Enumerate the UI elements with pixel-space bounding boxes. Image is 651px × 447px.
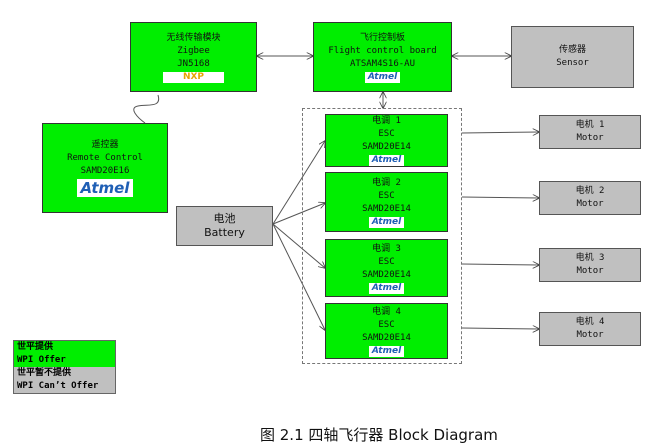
nxp-logo-icon: NXP [162,71,225,83]
esc-title: 电调 4 [372,306,401,317]
esc-label: ESC [378,256,395,267]
link-esc3-motor3 [461,264,539,265]
esc-title: 电调 2 [372,177,401,188]
motor-title: 电机 2 [575,186,605,196]
esc-chip: SAMD20E14 [362,332,411,343]
esc-block: 电调 3 ESC SAMD20E14 Atmel [325,239,448,297]
motor-title: 电机 3 [575,253,605,263]
atmel-logo-icon: Atmel [368,216,405,228]
flight-chip: ATSAM4S16-AU [349,58,416,69]
link-battery-esc2 [272,203,325,225]
link-battery-esc3 [272,223,325,268]
link-battery-esc4 [272,223,325,330]
legend-offered-cn: 世平提供 [14,341,115,354]
sensor-block: 传感器 Sensor [511,26,634,88]
esc-title: 电调 1 [372,116,401,126]
atmel-logo-icon: Atmel [368,345,405,357]
sensor-title: 传感器 [558,45,586,55]
legend: 世平提供 WPI Offer 世平暂不提供 WPI Can’t Offer [13,340,116,394]
atmel-logo-icon: Atmel [364,71,401,83]
esc-block: 电调 2 ESC SAMD20E14 Atmel [325,172,448,232]
link-esc4-motor4 [461,328,539,329]
esc-block: 电调 4 ESC SAMD20E14 Atmel [325,303,448,359]
motor-block: 电机 4 Motor [539,312,641,346]
esc-label: ESC [378,129,395,139]
flight-title: 飞行控制板 [359,32,405,43]
legend-offered-en: WPI Offer [14,354,115,367]
battery-block: 电池 Battery [176,206,273,246]
flight-subtitle: Flight control board [328,45,437,56]
motor-block: 电机 1 Motor [539,115,641,149]
wireless-chip: JN5168 [177,58,210,69]
esc-label: ESC [378,190,395,201]
motor-block: 电机 2 Motor [539,181,641,215]
motor-title: 电机 4 [575,317,605,327]
motor-label: Motor [576,133,604,143]
motor-title: 电机 1 [575,120,605,130]
atmel-logo-icon: Atmel [76,179,134,197]
wireless-module-block: 无线传输模块 Zigbee JN5168 NXP [130,22,257,92]
remote-chip: SAMD20E16 [80,166,130,176]
motor-label: Motor [576,330,604,340]
remote-subtitle: Remote Control [67,153,143,163]
wireless-title: 无线传输模块 [166,32,221,43]
remote-title: 遥控器 [91,140,119,150]
esc-label: ESC [378,319,395,330]
esc-block: 电调 1 ESC SAMD20E14 Atmel [325,114,448,167]
esc-chip: SAMD20E14 [362,269,411,280]
motor-block: 电机 3 Motor [539,248,641,282]
figure-caption: 图 2.1 四轴飞行器 Block Diagram [260,426,498,444]
battery-title: 电池 [213,212,236,225]
wireless-link-squiggle [133,94,160,124]
sensor-subtitle: Sensor [556,58,589,68]
motor-label: Motor [576,199,604,209]
atmel-logo-icon: Atmel [368,155,405,166]
esc-group-boundary [302,108,462,364]
link-esc1-motor1 [461,132,539,133]
wireless-protocol: Zigbee [177,45,210,56]
atmel-logo-icon: Atmel [368,282,405,294]
flight-control-block: 飞行控制板 Flight control board ATSAM4S16-AU … [313,22,452,92]
battery-subtitle: Battery [204,226,245,239]
motor-label: Motor [576,266,604,276]
esc-title: 电调 3 [372,243,401,254]
esc-chip: SAMD20E14 [362,203,411,214]
legend-not-offered-en: WPI Can’t Offer [14,380,115,393]
link-esc2-motor2 [461,197,539,198]
remote-control-block: 遥控器 Remote Control SAMD20E16 Atmel [42,123,168,213]
legend-not-offered-cn: 世平暂不提供 [14,367,115,380]
esc-chip: SAMD20E14 [362,142,411,152]
link-battery-esc1 [272,141,325,225]
